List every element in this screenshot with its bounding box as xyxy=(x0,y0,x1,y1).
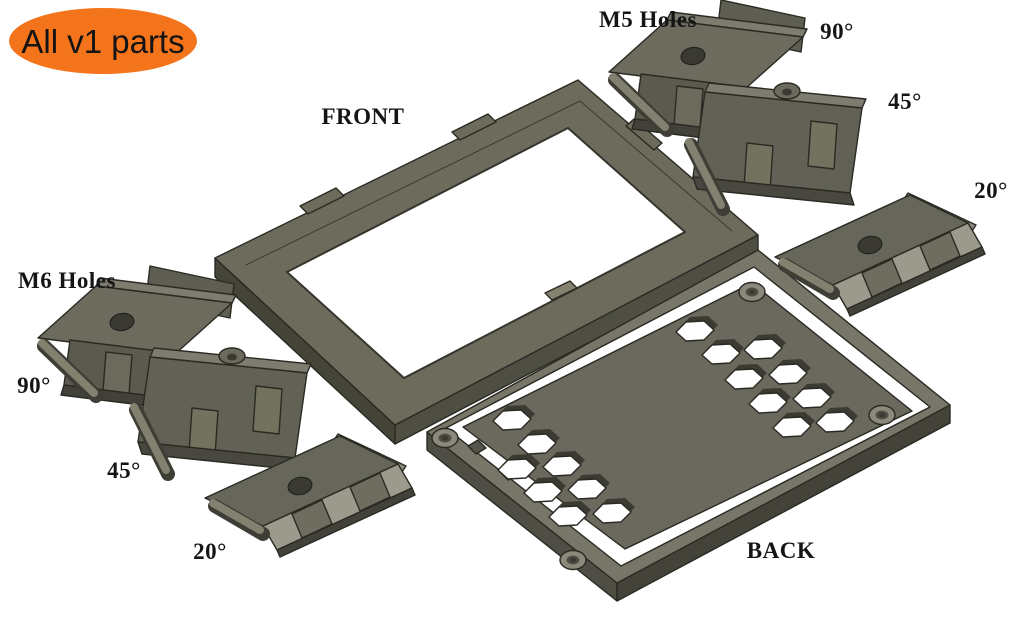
m6-angle-20-label: 20° xyxy=(193,539,227,564)
frame-window xyxy=(285,126,687,380)
m6-holes-label: M6 Holes xyxy=(18,268,116,293)
m6-angle-90-label: 90° xyxy=(17,373,51,398)
bracket-m5-45 xyxy=(689,83,866,209)
front-label: FRONT xyxy=(322,104,405,129)
m5-angle-20-label: 20° xyxy=(974,178,1008,203)
m5-holes-label: M5 Holes xyxy=(599,7,697,32)
tray-rim-tab xyxy=(544,280,578,301)
frame-clip-tab xyxy=(451,113,497,141)
back-label: BACK xyxy=(747,538,815,563)
bracket-m6-45 xyxy=(134,348,311,474)
version-badge: All v1 parts xyxy=(9,8,197,74)
m5-angle-90-label: 90° xyxy=(820,19,854,44)
badge-ellipse xyxy=(9,8,197,74)
back-tray-part xyxy=(426,249,951,602)
m5-angle-45-label: 45° xyxy=(888,89,922,114)
labels: FRONT BACK M5 Holes M6 Holes 90° 45° 20°… xyxy=(17,7,1008,564)
tray-rim-tab xyxy=(467,439,487,455)
badge-label: All v1 parts xyxy=(21,23,184,60)
tray-rim xyxy=(426,249,951,584)
m6-angle-45-label: 45° xyxy=(107,458,141,483)
frame-clip-tab xyxy=(299,187,345,215)
front-frame-part xyxy=(214,79,759,445)
